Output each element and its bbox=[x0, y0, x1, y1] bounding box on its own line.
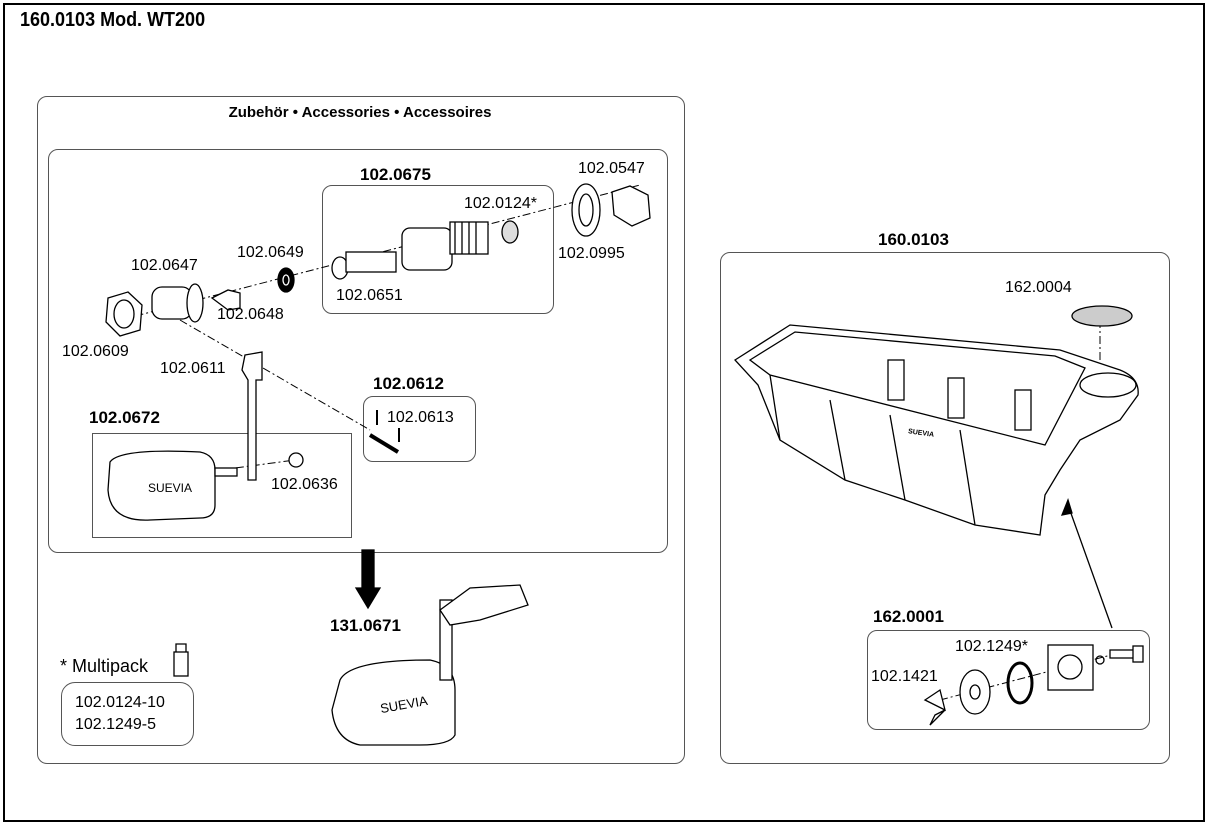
part-label-102-0672: 102.0672 bbox=[89, 408, 160, 427]
group-162-0001 bbox=[867, 630, 1150, 730]
down-arrow-icon bbox=[354, 549, 382, 610]
part-label-102-0647: 102.0647 bbox=[131, 257, 198, 274]
group-102-0675 bbox=[322, 185, 554, 314]
part-label-102-0611: 102.0611 bbox=[160, 360, 226, 377]
pins-0613-icon bbox=[368, 410, 400, 454]
assembly-label: 131.0671 bbox=[330, 616, 401, 635]
part-label-102-0995: 102.0995 bbox=[558, 245, 625, 262]
tank-panel bbox=[720, 252, 1170, 764]
multipack-box-icon bbox=[173, 643, 189, 677]
pointer-arrow-icon bbox=[1060, 498, 1113, 629]
bolt-icon bbox=[1095, 645, 1144, 665]
lever-0611-icon bbox=[241, 351, 263, 481]
valve-body-0675-icon bbox=[401, 221, 489, 271]
part-label-162-0004: 162.0004 bbox=[1005, 279, 1072, 296]
piston-0651-icon bbox=[331, 251, 397, 280]
part-label-102-1421: 102.1421 bbox=[871, 668, 938, 685]
parts-panel bbox=[48, 149, 668, 553]
part-label-102-0651: 102.0651 bbox=[336, 287, 403, 304]
valve-housing-icon bbox=[1047, 644, 1094, 691]
part-label-102-0675: 102.0675 bbox=[360, 165, 431, 184]
tank-title: 160.0103 bbox=[878, 230, 949, 249]
part-label-102-0636: 102.0636 bbox=[271, 476, 338, 493]
multipack-label: * Multipack bbox=[60, 656, 149, 676]
part-label-102-0547: 102.0547 bbox=[578, 160, 645, 177]
tank-icon bbox=[733, 324, 1139, 536]
part-label-102-1249: 102.1249* bbox=[955, 638, 1028, 655]
part-label-102-0613: 102.0613 bbox=[387, 409, 454, 426]
assembly-131-0671-icon bbox=[331, 584, 529, 746]
float-0672-icon bbox=[107, 450, 238, 521]
part-label-102-0124: 102.0124* bbox=[464, 195, 537, 212]
nut-0609-icon bbox=[105, 291, 143, 337]
washer-0995-icon bbox=[571, 183, 601, 237]
page-frame bbox=[3, 3, 1205, 822]
accessories-panel bbox=[37, 96, 685, 764]
part-label-102-0648: 102.0648 bbox=[217, 306, 284, 323]
float-brand: SUEVIA bbox=[148, 481, 193, 495]
page-title: 160.0103 Mod. WT200 bbox=[20, 9, 206, 31]
washer-0649-icon bbox=[277, 267, 295, 293]
wingnut-1421-icon bbox=[923, 688, 946, 726]
cone-0648-icon bbox=[210, 289, 241, 311]
nut-0547-icon bbox=[611, 185, 651, 227]
part-label-102-0649: 102.0649 bbox=[237, 244, 304, 261]
group-102-0672 bbox=[92, 433, 352, 538]
sleeve-0647-icon bbox=[151, 283, 204, 323]
oring-1249-icon bbox=[1006, 661, 1034, 705]
group-102-0612 bbox=[363, 396, 476, 462]
valve-disc-icon bbox=[959, 669, 991, 715]
part-label-162-0001: 162.0001 bbox=[873, 607, 944, 626]
filter-0124-icon bbox=[501, 220, 519, 244]
lid-162-0004-icon bbox=[1071, 305, 1133, 327]
multipack-box bbox=[61, 682, 194, 746]
multipack-item: 102.1249-5 bbox=[75, 716, 156, 733]
ball-0636-icon bbox=[288, 452, 304, 468]
multipack-item: 102.0124-10 bbox=[75, 694, 165, 711]
accessories-header: Zubehör • Accessories • Accessoires bbox=[228, 104, 492, 121]
part-label-102-0609: 102.0609 bbox=[62, 343, 129, 360]
part-label-102-0612: 102.0612 bbox=[373, 374, 444, 393]
